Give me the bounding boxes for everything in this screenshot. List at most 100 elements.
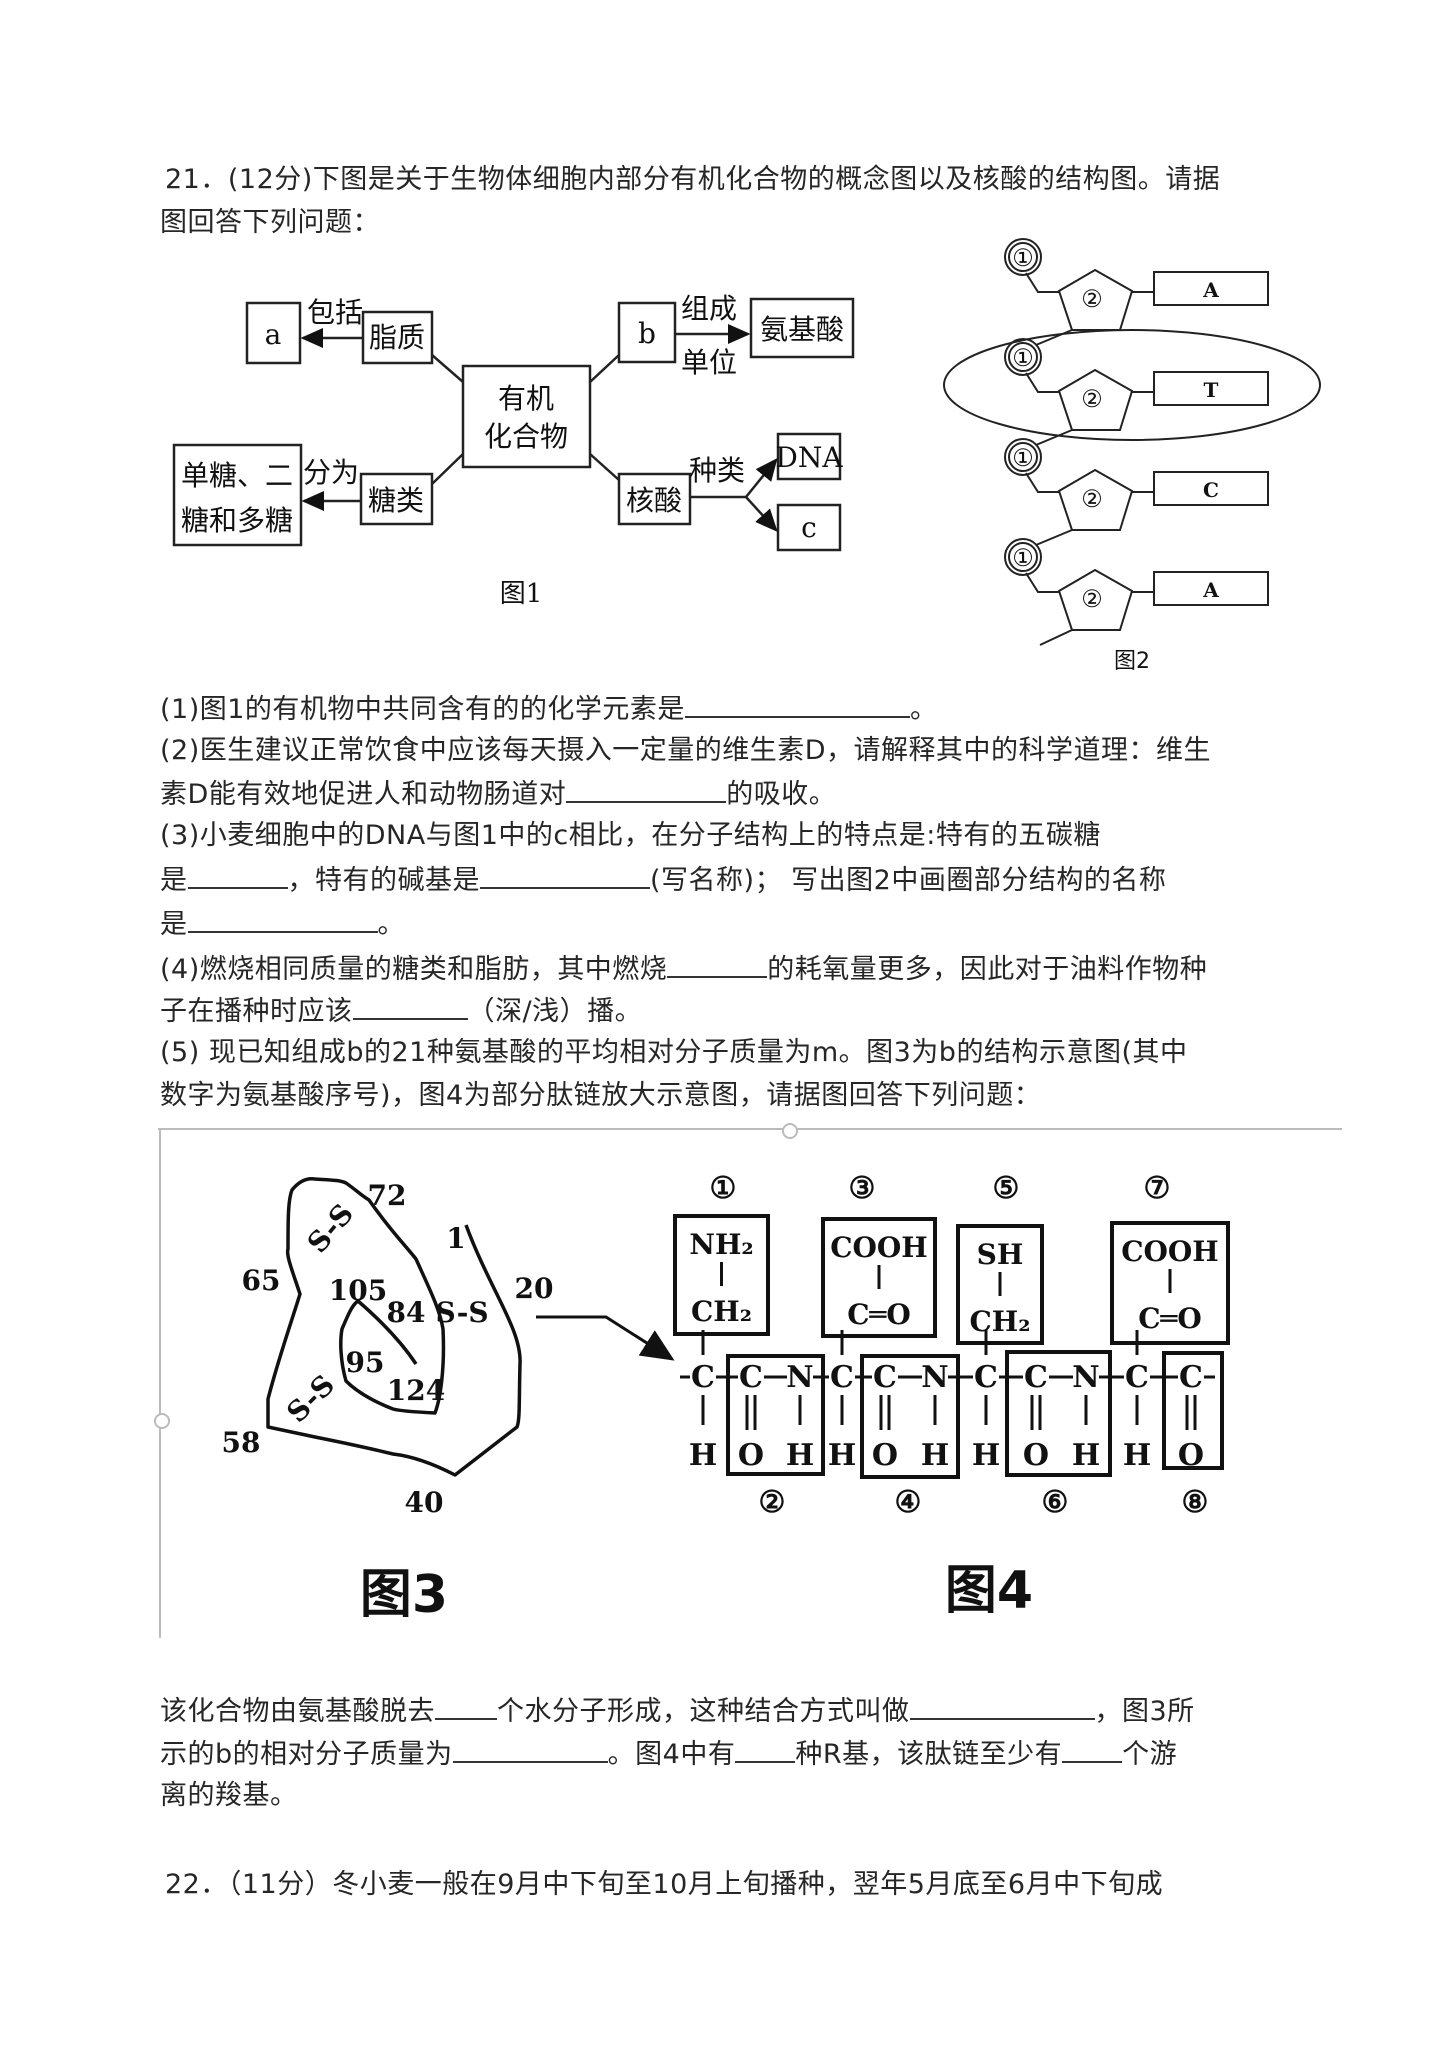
oxygen: O	[872, 1438, 898, 1473]
phosphodiester-bond	[1035, 329, 1073, 346]
text: 。	[377, 909, 405, 940]
phosphate-circle	[1004, 438, 1042, 476]
hydrogen: H	[828, 1438, 856, 1473]
label-compound: 化合物	[484, 420, 568, 453]
label-divided: 分为	[303, 456, 359, 489]
box-nucleic-acid	[617, 472, 692, 526]
r-group-number: ⑤	[993, 1171, 1020, 1206]
box-organic-compound	[461, 364, 592, 469]
question-1-text: (1)图1的有机物中共同含有的的化学元素是	[160, 694, 685, 725]
peptide-group-number: ④	[895, 1485, 922, 1520]
residue-95: 95	[346, 1346, 385, 1379]
base-box	[1153, 371, 1269, 406]
figure-1-caption: 图1	[500, 579, 543, 609]
alpha-carbon: C	[691, 1360, 715, 1395]
answer-blank[interactable]	[452, 1733, 608, 1763]
residue-124: 124	[387, 1374, 445, 1407]
hydrogen: H	[689, 1438, 717, 1473]
label-b: b	[638, 317, 656, 350]
r-group-top: NH₂	[689, 1228, 753, 1261]
text: ，特有的碱基是	[287, 865, 480, 896]
sub-question-line3: 离的羧基。	[160, 1780, 298, 1811]
label-amino-acid: 氨基酸	[760, 313, 844, 346]
answer-blank[interactable]	[187, 903, 378, 933]
peptide-group-number: ②	[759, 1485, 786, 1520]
carbonyl-carbon: C	[1024, 1360, 1048, 1395]
nitrogen: N	[786, 1360, 813, 1395]
pentose-pentagon	[1057, 368, 1134, 431]
hydrogen: H	[786, 1438, 814, 1473]
r-group-box	[673, 1214, 770, 1336]
r-group-number: ⑦	[1144, 1171, 1171, 1206]
question-1-end: 。	[909, 694, 938, 725]
alpha-carbon: C	[974, 1360, 998, 1395]
label-kinds: 种类	[689, 454, 745, 487]
base-label: T	[1204, 378, 1219, 402]
base-box	[1153, 571, 1269, 606]
oxygen: O	[1178, 1438, 1204, 1473]
answer-blank[interactable]	[684, 688, 910, 718]
hydrogen: H	[1123, 1438, 1151, 1473]
answer-blank[interactable]	[909, 1690, 1095, 1720]
phosphate-label: ①	[1012, 544, 1034, 572]
answer-blank[interactable]	[667, 948, 768, 978]
answer-blank[interactable]	[566, 773, 727, 803]
answer-blank[interactable]	[352, 990, 468, 1020]
oxygen: O	[738, 1438, 764, 1473]
text: 。图4中有	[607, 1739, 736, 1770]
chain-end	[1039, 629, 1073, 646]
residue-84: 84	[387, 1296, 426, 1329]
carbonyl-carbon: C	[739, 1360, 763, 1395]
answer-blank[interactable]	[480, 859, 650, 889]
text: 的耗氧量更多，因此对于油料作物种	[767, 954, 1208, 985]
answer-blank[interactable]	[435, 1690, 497, 1720]
answer-blank[interactable]	[187, 859, 288, 889]
residue-105: 105	[329, 1274, 387, 1307]
box-a	[245, 301, 302, 365]
figure-3-labels: 72 65 105 84 S-S 20 1 95 124 S-S S-S 58 …	[222, 1179, 1034, 1625]
residue-72: 72	[368, 1179, 407, 1212]
question-5-line1: (5) 现已知组成b的21种氨基酸的平均相对分子质量为m。图3为b的结构示意图(…	[160, 1037, 1188, 1068]
figure-1-labels: a 包括 脂质 有机 化合物 b 组成 单位 氨基酸 单糖、二 糖和多糖 分为 …	[181, 292, 844, 609]
box-b	[617, 301, 677, 364]
box-sugar-types	[172, 443, 303, 547]
concept-map-figure-1	[172, 297, 855, 552]
base-label: C	[1203, 478, 1219, 502]
box-sugar	[359, 472, 434, 526]
peptide-chain-figure-4: CHCHCHCHCOCOCOCONHNHNHNH₂CH₂①COOHC═O③SHC…	[673, 1171, 1230, 1520]
protein-structure-figure-3	[266, 1177, 675, 1477]
question-2-line2: 素D能有效地促进人和动物肠道对的吸收。	[160, 773, 836, 815]
residue-58: 58	[222, 1426, 261, 1459]
residue-1: 1	[446, 1222, 465, 1255]
text: 是	[160, 909, 188, 940]
disulfide-bond: S-S	[280, 1368, 341, 1429]
answer-blank[interactable]	[735, 1733, 796, 1763]
text: 个水分子形成，这种结合方式叫做	[497, 1696, 910, 1727]
disulfide-bond: S-S	[435, 1296, 488, 1329]
box-c	[776, 503, 842, 552]
label-nucleic: 核酸	[626, 484, 682, 517]
phosphodiester-bond	[1035, 529, 1073, 546]
pentose-label: ②	[1081, 385, 1103, 413]
peptide-group-number: ⑧	[1182, 1485, 1209, 1520]
carbonyl-carbon: C	[873, 1360, 897, 1395]
text: 子在播种时应该	[160, 996, 353, 1027]
phosphate-circle	[1004, 538, 1042, 576]
question-5-line2: 数字为氨基酸序号)，图4为部分肽链放大示意图，请据图回答下列问题：	[160, 1080, 1042, 1111]
carbonyl-carbon: C	[1179, 1360, 1203, 1395]
r-group-top: SH	[977, 1238, 1024, 1271]
question-21-intro: 21．(12分)下图是关于生物体细胞内部分有机化合物的概念图以及核酸的结构图。请…	[165, 164, 1221, 195]
residue-40: 40	[405, 1486, 444, 1519]
text: 是	[160, 865, 188, 896]
bond	[1025, 372, 1059, 393]
base-label: A	[1202, 278, 1219, 302]
question-4-line1: (4)燃烧相同质量的糖类和脂肪，其中燃烧的耗氧量更多，因此对于油料作物种	[160, 948, 1207, 990]
base-label: A	[1202, 578, 1219, 602]
question-3-line2: 是，特有的碱基是(写名称)； 写出图2中画圈部分结构的名称	[160, 859, 1166, 901]
question-3-line3: 是。	[160, 903, 405, 945]
hydrogen: H	[1072, 1438, 1100, 1473]
label-unit: 单位	[681, 346, 737, 379]
r-group-box	[1110, 1221, 1230, 1345]
label-dna: DNA	[775, 441, 843, 474]
answer-blank[interactable]	[1062, 1733, 1123, 1763]
